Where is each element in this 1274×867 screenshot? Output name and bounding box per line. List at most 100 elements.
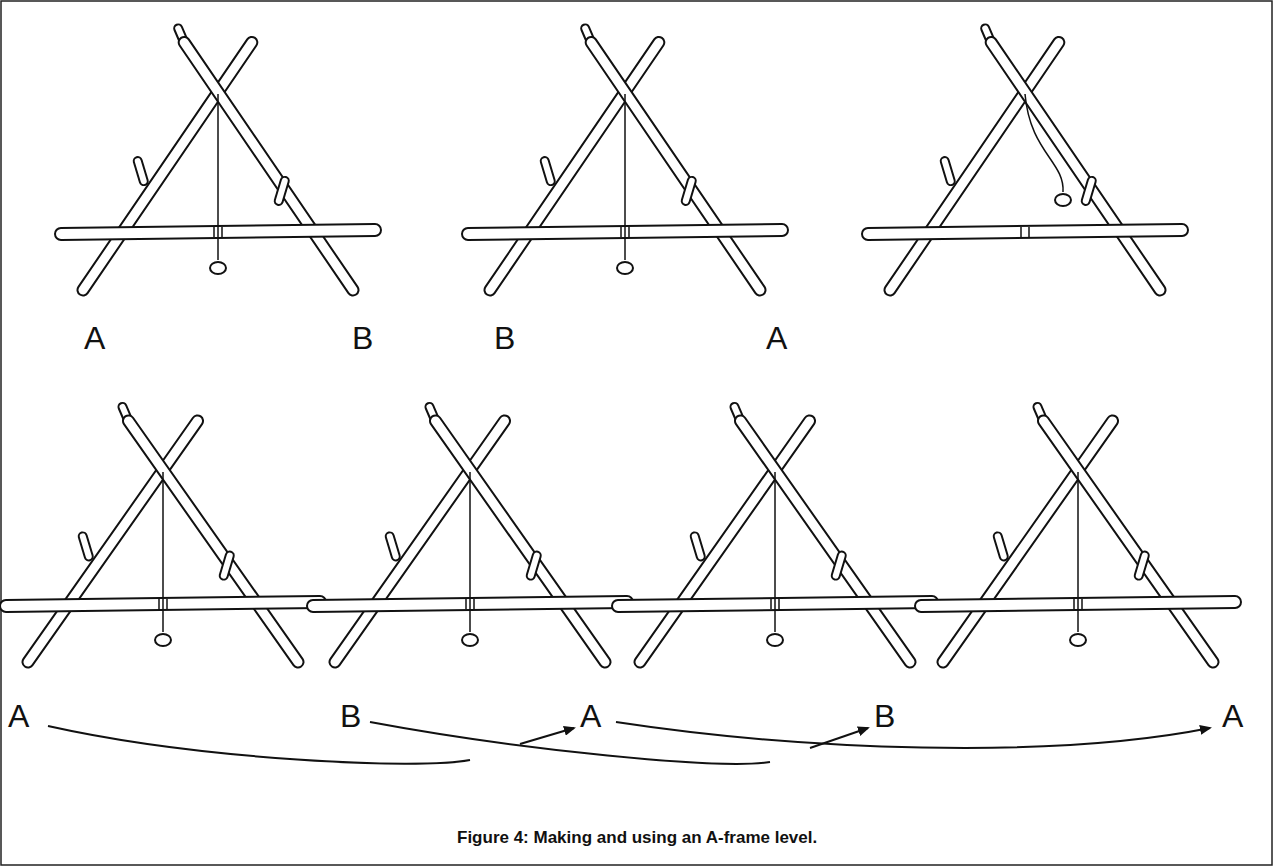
stick: [890, 42, 1059, 290]
centre-mark: [778, 599, 780, 609]
stick-outline: [531, 556, 537, 576]
centre-mark: [158, 599, 160, 609]
centre-mark: [221, 227, 223, 237]
plumb-line: [624, 94, 626, 260]
stick: [1086, 181, 1092, 201]
centre-mark: [1073, 599, 1075, 609]
point-letter: B: [874, 700, 895, 732]
stick-outline: [836, 556, 842, 576]
stick-outline: [490, 42, 659, 290]
stick-outline: [868, 230, 1182, 234]
stick-outline: [1086, 181, 1092, 201]
stick: [740, 421, 910, 662]
a-frame: [618, 407, 932, 662]
stick: [490, 42, 659, 290]
centre-mark: [465, 599, 467, 609]
centre-mark: [213, 227, 215, 237]
stick-outline: [279, 181, 285, 201]
plumb-bob: [210, 262, 226, 274]
stick: [279, 181, 285, 201]
stick: [868, 230, 1182, 234]
stick-outline: [640, 421, 810, 662]
stick-outline: [28, 421, 198, 662]
stick-outline: [83, 42, 252, 290]
move-arrow: [520, 728, 574, 744]
move-arrow: [48, 726, 470, 764]
stick-outline: [1043, 421, 1213, 662]
centre-mark: [620, 227, 622, 237]
stick: [83, 536, 89, 556]
stick-outline: [695, 536, 701, 556]
a-frame: [313, 407, 627, 662]
plumb-line: [1025, 94, 1063, 192]
point-letter: A: [84, 322, 105, 354]
plumb-bob: [1055, 194, 1071, 206]
stick-outline: [890, 42, 1059, 290]
centre-mark: [628, 227, 630, 237]
stick-outline: [1139, 556, 1145, 576]
point-letter: A: [580, 700, 601, 732]
stick-outline: [545, 161, 551, 181]
stick-outline: [740, 421, 910, 662]
stick: [1139, 556, 1145, 576]
stick-outline: [335, 421, 505, 662]
point-letter: A: [1222, 700, 1243, 732]
centre-mark: [166, 599, 168, 609]
stick-outline: [591, 42, 760, 290]
plumb-line: [162, 472, 164, 632]
plumb-bob: [462, 634, 478, 646]
stick-outline: [991, 42, 1160, 290]
stick: [695, 536, 701, 556]
stick-outline: [83, 536, 89, 556]
stick-outline: [184, 42, 353, 290]
stick-outline: [390, 536, 396, 556]
stick-outline: [686, 181, 692, 201]
stick-outline: [945, 161, 951, 181]
stick: [435, 421, 605, 662]
figure-caption: Figure 4: Making and using an A-frame le…: [457, 828, 817, 848]
stick: [184, 42, 353, 290]
centre-mark: [1020, 227, 1022, 237]
stick-outline: [435, 421, 605, 662]
a-frame: [468, 28, 782, 290]
a-frame: [921, 407, 1235, 662]
stick: [640, 421, 810, 662]
stick: [991, 42, 1160, 290]
stick: [945, 161, 951, 181]
stick: [224, 556, 230, 576]
point-letter: A: [8, 700, 29, 732]
plumb-line: [217, 94, 219, 260]
stick: [943, 421, 1113, 662]
point-letter: B: [352, 322, 373, 354]
stick: [28, 421, 198, 662]
point-letter: A: [766, 322, 787, 354]
a-frame: [868, 28, 1182, 290]
centre-mark: [1081, 599, 1083, 609]
centre-mark: [770, 599, 772, 609]
stick: [591, 42, 760, 290]
stick: [390, 536, 396, 556]
stick: [83, 42, 252, 290]
plumb-line: [469, 472, 471, 632]
stick: [138, 161, 144, 181]
plumb-line: [1077, 472, 1079, 632]
stick-outline: [128, 421, 298, 662]
stick-outline: [138, 161, 144, 181]
stick: [836, 556, 842, 576]
stick: [128, 421, 298, 662]
a-frame: [61, 28, 375, 290]
move-arrow: [616, 722, 1210, 748]
plumb-line: [774, 472, 776, 632]
point-letter: B: [494, 322, 515, 354]
plumb-bob: [767, 634, 783, 646]
stick-outline: [998, 536, 1004, 556]
plumb-bob: [617, 262, 633, 274]
stick: [1043, 421, 1213, 662]
stick: [998, 536, 1004, 556]
plumb-bob: [155, 634, 171, 646]
move-arrow: [370, 722, 770, 764]
stick-outline: [943, 421, 1113, 662]
